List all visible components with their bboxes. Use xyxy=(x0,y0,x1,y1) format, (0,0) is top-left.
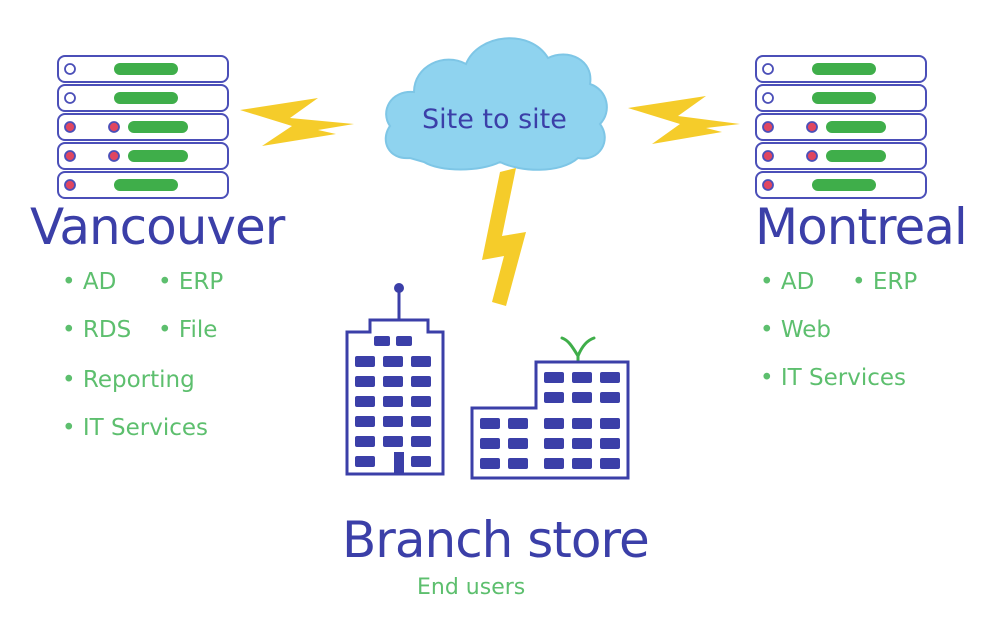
vancouver-title: Vancouver xyxy=(30,198,285,256)
vancouver-service-item: • RDS xyxy=(62,317,132,343)
wide-building-icon xyxy=(470,336,630,480)
montreal-title: Montreal xyxy=(755,198,968,256)
vancouver-server-stack-icon xyxy=(57,55,229,199)
montreal-service-item: • ERP xyxy=(852,269,918,295)
cloud-label: Site to site xyxy=(422,104,567,135)
service-label: Web xyxy=(780,317,832,343)
vancouver-service-item: • ERP xyxy=(158,269,224,295)
cloud-icon xyxy=(384,37,608,171)
service-label: Reporting xyxy=(82,367,195,393)
service-label: AD xyxy=(82,269,117,295)
lightning-bolt-center-icon xyxy=(482,168,526,306)
service-label: ERP xyxy=(178,269,224,295)
service-label: IT Services xyxy=(780,365,907,391)
service-label: File xyxy=(178,317,218,343)
service-label: ERP xyxy=(872,269,918,295)
montreal-service-item: • Web xyxy=(760,317,832,343)
tall-building-icon xyxy=(345,283,445,476)
service-label: RDS xyxy=(82,317,132,343)
montreal-service-item: • IT Services xyxy=(760,365,907,391)
lightning-bolt-right-icon xyxy=(628,96,740,144)
branch-subtitle: End users xyxy=(417,575,526,600)
vancouver-service-item: • IT Services xyxy=(62,415,209,441)
branch-title: Branch store xyxy=(342,511,650,569)
montreal-service-item: • AD xyxy=(760,269,815,295)
service-label: AD xyxy=(780,269,815,295)
vancouver-service-item: • File xyxy=(158,317,218,343)
vancouver-service-item: • Reporting xyxy=(62,367,195,393)
lightning-bolt-left-icon xyxy=(240,98,354,146)
montreal-server-stack-icon xyxy=(755,55,927,199)
service-label: IT Services xyxy=(82,415,209,441)
vancouver-service-item: • AD xyxy=(62,269,117,295)
